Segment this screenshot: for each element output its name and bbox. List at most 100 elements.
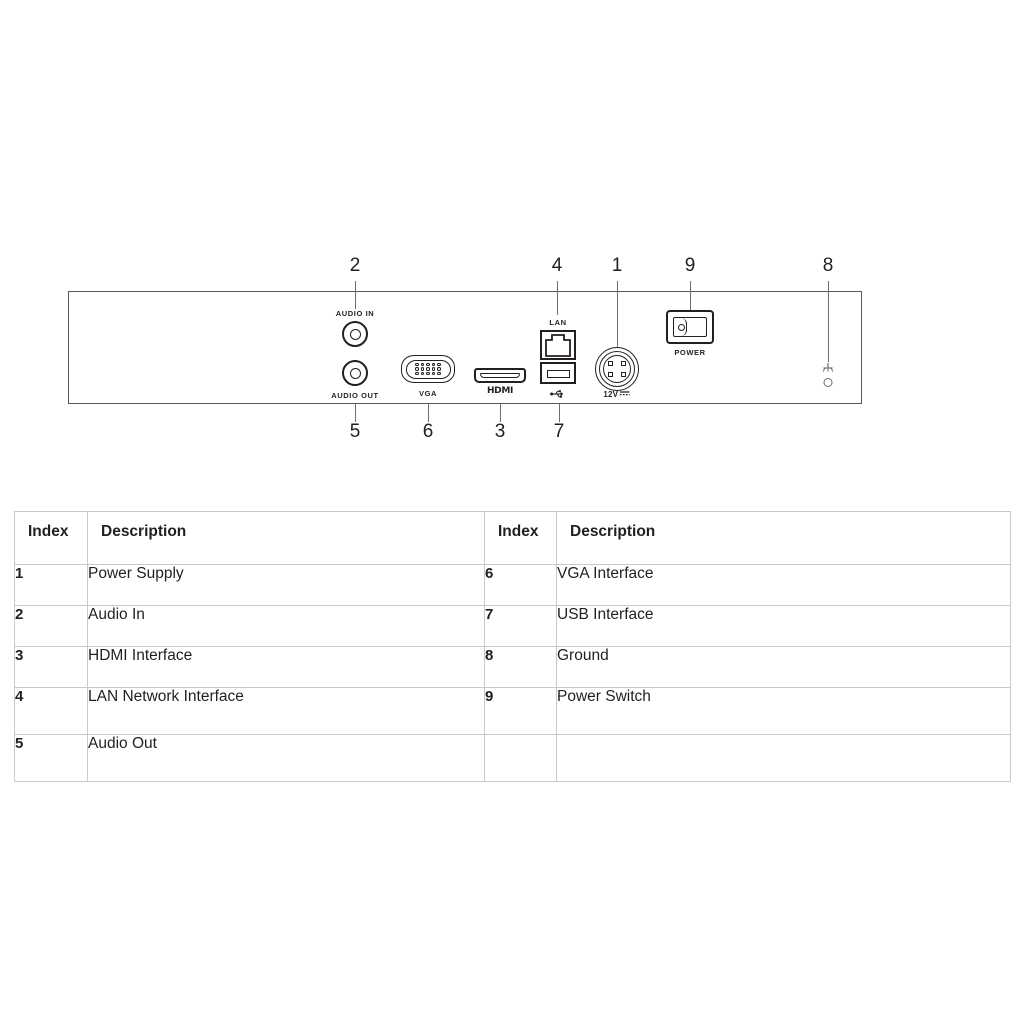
power-switch[interactable] xyxy=(666,310,714,344)
vga-pin xyxy=(415,371,419,376)
vga-pin xyxy=(426,367,430,371)
vga-pin xyxy=(437,367,441,371)
dc-pin xyxy=(621,361,626,366)
dc-pin xyxy=(621,372,626,377)
table-row: 5 Audio Out xyxy=(14,734,1011,782)
audio-out-jack xyxy=(342,360,368,386)
earth-ground-glyph xyxy=(822,363,834,372)
usb-icon xyxy=(550,386,566,404)
vga-pin-row xyxy=(415,362,441,367)
row-index-right: 7 xyxy=(484,605,557,647)
row-desc-left: Power Supply xyxy=(87,564,485,606)
row-index-left: 3 xyxy=(14,646,88,688)
dc-power-jack xyxy=(595,347,639,391)
row-index-left: 4 xyxy=(14,687,88,735)
chassis-outline xyxy=(68,291,862,404)
audio-in-label: AUDIO IN xyxy=(335,309,375,318)
dc-voltage-text: 12V xyxy=(603,390,619,399)
vga-pin xyxy=(431,362,436,367)
hdmi-port xyxy=(474,368,526,383)
audio-in-jack xyxy=(342,321,368,347)
ground-icon xyxy=(820,362,836,380)
leader-line-4 xyxy=(557,281,558,315)
table-row: 1 Power Supply 6 VGA Interface xyxy=(14,564,1011,606)
header-description-right: Description xyxy=(556,511,1011,565)
callout-number-3: 3 xyxy=(494,421,506,442)
row-index-left: 1 xyxy=(14,564,88,606)
header-description-left: Description xyxy=(87,511,485,565)
row-desc-right: Ground xyxy=(556,646,1011,688)
header-index-left: Index xyxy=(14,511,88,565)
dc-current-icon xyxy=(620,390,631,399)
rear-panel-diagram: 2 4 1 9 8 5 6 3 7 AUDIO IN AUDIO OUT xyxy=(0,0,1024,470)
callout-number-7: 7 xyxy=(553,421,565,442)
callout-number-1: 1 xyxy=(611,255,623,276)
dc-input-label: 12V xyxy=(603,390,631,399)
usb-trident-glyph xyxy=(550,390,563,398)
power-switch-rocker-housing xyxy=(673,317,707,337)
header-index-right: Index xyxy=(484,511,557,565)
row-index-right: 6 xyxy=(484,564,557,606)
vga-pin xyxy=(431,371,436,376)
usb-port xyxy=(540,362,576,384)
index-description-table: Index Description Index Description 1 Po… xyxy=(14,511,1011,782)
audio-out-label: AUDIO OUT xyxy=(331,391,379,400)
row-desc-right: VGA Interface xyxy=(556,564,1011,606)
power-switch-indicator-dot xyxy=(678,323,685,331)
row-index-right xyxy=(484,734,557,782)
callout-number-5: 5 xyxy=(349,421,361,442)
row-desc-left: Audio In xyxy=(87,605,485,647)
dc-pin xyxy=(608,361,613,366)
vga-label: VGA xyxy=(418,389,438,398)
table-header-row: Index Description Index Description xyxy=(14,511,1011,565)
callout-number-4: 4 xyxy=(551,255,563,276)
vga-pin-row xyxy=(415,367,441,371)
lan-label: LAN xyxy=(549,318,567,327)
power-switch-rocker xyxy=(674,318,687,336)
leader-line-1 xyxy=(617,281,618,347)
dc-jack-ring xyxy=(599,351,635,387)
vga-pin xyxy=(437,362,441,367)
leader-line-5 xyxy=(355,404,356,422)
row-index-left: 5 xyxy=(14,734,88,782)
leader-line-6 xyxy=(428,404,429,422)
leader-line-8 xyxy=(828,281,829,362)
row-desc-left: HDMI Interface xyxy=(87,646,485,688)
dc-pin-group xyxy=(608,361,626,377)
row-index-right: 8 xyxy=(484,646,557,688)
leader-line-3 xyxy=(500,404,501,422)
table-row: 3 HDMI Interface 8 Ground xyxy=(14,646,1011,688)
hdmi-label: HDMI xyxy=(486,386,514,396)
vga-pin-row xyxy=(415,371,441,376)
vga-pin xyxy=(420,362,425,367)
table-row: 2 Audio In 7 USB Interface xyxy=(14,605,1011,647)
vga-port xyxy=(401,355,455,383)
vga-pin xyxy=(415,367,419,371)
power-switch-label: POWER xyxy=(674,348,706,357)
row-desc-left: LAN Network Interface xyxy=(87,687,485,735)
rj45-keyway-icon xyxy=(545,334,571,357)
dc-pin xyxy=(608,372,613,377)
vga-pin xyxy=(426,362,430,367)
vga-pin xyxy=(420,367,425,371)
lan-rj45-port xyxy=(540,330,576,360)
row-index-right: 9 xyxy=(484,687,557,735)
vga-pin xyxy=(431,367,436,371)
leader-line-7 xyxy=(559,404,560,422)
vga-pin xyxy=(426,371,430,376)
callout-number-8: 8 xyxy=(822,255,834,276)
callout-number-2: 2 xyxy=(349,255,361,276)
row-desc-right: USB Interface xyxy=(556,605,1011,647)
row-desc-right: Power Switch xyxy=(556,687,1011,735)
leader-line-2 xyxy=(355,281,356,309)
callout-number-9: 9 xyxy=(684,255,696,276)
ground-screw-hole xyxy=(823,378,833,387)
dc-jack-ring-inner xyxy=(603,355,631,383)
vga-pin xyxy=(437,371,441,376)
vga-pin xyxy=(420,371,425,376)
row-desc-left: Audio Out xyxy=(87,734,485,782)
vga-pin xyxy=(415,362,419,367)
leader-line-9 xyxy=(690,281,691,310)
row-desc-right xyxy=(556,734,1011,782)
callout-number-6: 6 xyxy=(422,421,434,442)
